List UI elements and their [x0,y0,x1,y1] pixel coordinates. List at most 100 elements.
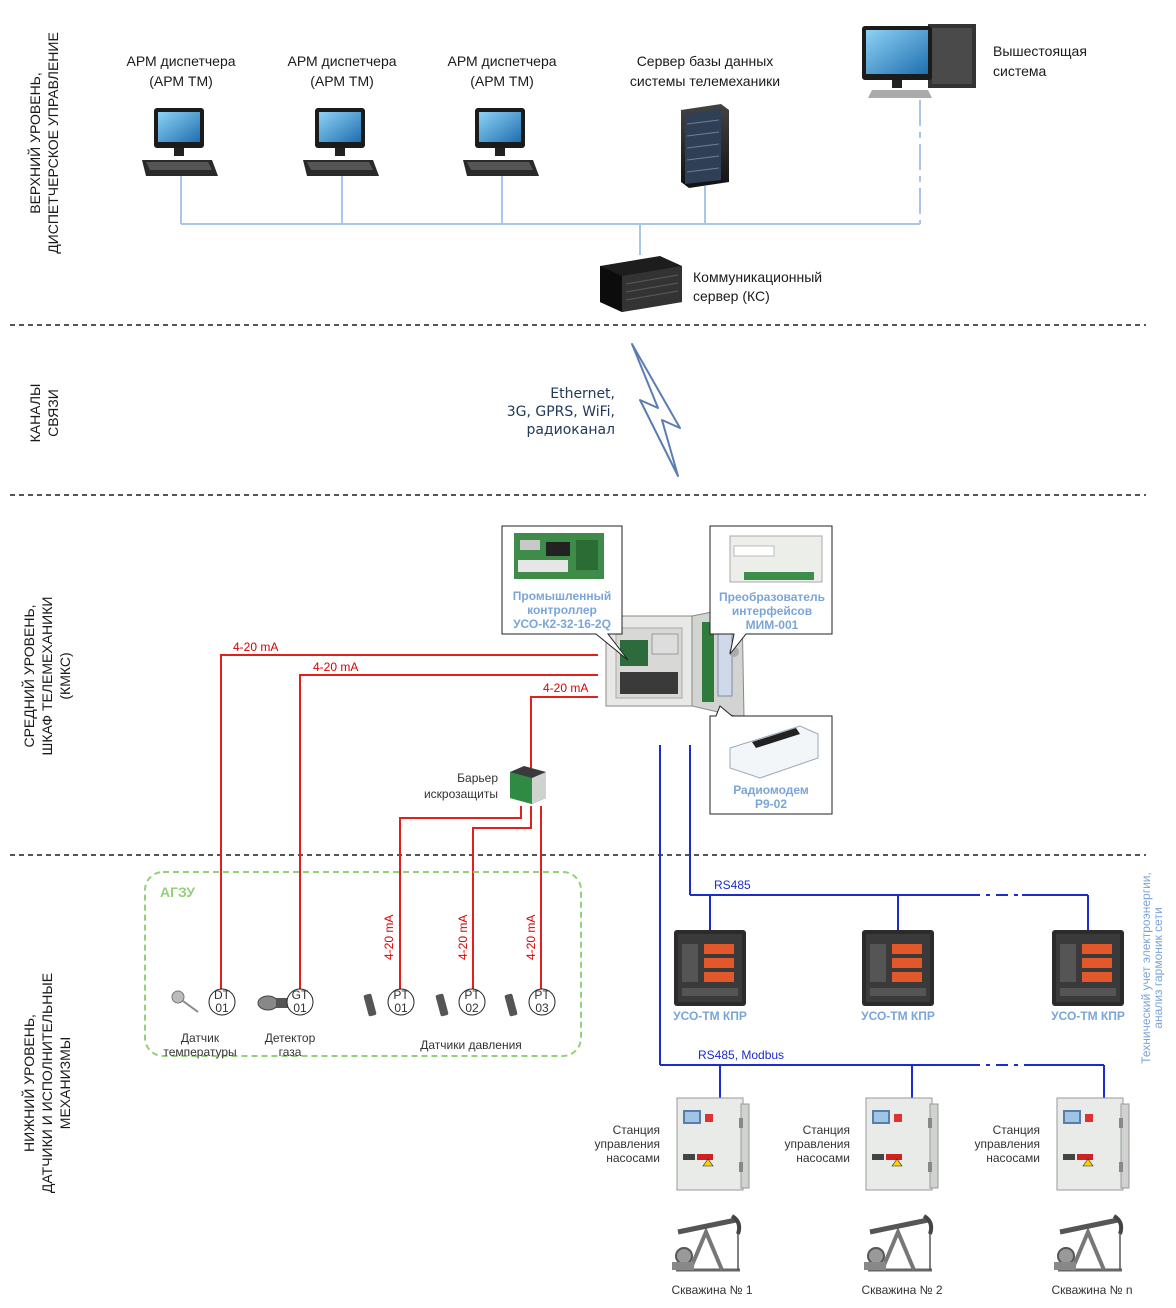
svg-text:ДАТЧИКИ И ИСПОЛНИТЕЛЬНЫЕ: ДАТЧИКИ И ИСПОЛНИТЕЛЬНЫЕ [39,973,55,1193]
signal-label-pt01: 4-20 mA [382,915,396,960]
sensor-dt01: DT 01 Датчик температуры [163,988,236,1059]
upper-system: Вышестоящая система [862,24,1087,98]
temperature-sensor-icon [171,990,199,1013]
lightning-icon [631,343,681,477]
svg-text:МИМ-001: МИМ-001 [746,618,799,632]
svg-text:Барьер: Барьер [457,771,498,785]
level-separators [10,324,1146,856]
svg-text:ДИСПЕТЧЕРСКОЕ УПРАВЛЕНИЕ: ДИСПЕТЧЕРСКОЕ УПРАВЛЕНИЕ [45,32,61,254]
pressure-sensor-icon [504,993,518,1017]
workstation-icon [142,108,218,176]
uso-kpr-3: УСО-ТМ КПР [1051,930,1125,1023]
pressure-sensors-label: Датчики давления [420,1038,522,1052]
svg-text:насосами: насосами [606,1151,660,1165]
svg-text:(АРМ ТМ): (АРМ ТМ) [310,73,374,89]
svg-text:(КМКС): (КМКС) [57,652,73,699]
well-1: Скважина № 1 [671,1216,753,1297]
pump-station-3: Станция управления насосами [975,1097,1130,1191]
spark-barrier: Барьер искрозащиты [424,766,546,804]
arm-workstation-1: АРМ диспетчера (АРМ ТМ) [126,53,236,176]
well-2: Скважина № 2 [861,1216,943,1297]
svg-text:управления: управления [595,1137,660,1151]
svg-text:GT: GT [292,988,309,1002]
workstation-icon [303,108,379,176]
svg-text:МЕХАНИЗМЫ: МЕХАНИЗМЫ [57,1037,73,1129]
svg-text:PT: PT [464,988,480,1002]
svg-text:НИЖНИЙ УРОВЕНЬ,: НИЖНИЙ УРОВЕНЬ, [20,1014,37,1152]
svg-text:Датчик: Датчик [181,1031,220,1045]
level-label-channels: КАНАЛЫ СВЯЗИ [27,384,61,443]
svg-text:(АРМ ТМ): (АРМ ТМ) [470,73,534,89]
svg-text:система: система [993,63,1046,79]
svg-text:Ethernet,: Ethernet, [550,386,615,402]
pressure-sensor-icon [363,993,377,1017]
svg-text:01: 01 [394,1001,408,1015]
svg-text:АРМ диспетчера: АРМ диспетчера [126,53,235,69]
sensor-gt01: GT 01 Детектор газа [257,988,316,1059]
desktop-pc-icon [862,24,976,98]
svg-text:Станция: Станция [803,1123,850,1137]
svg-text:03: 03 [535,1001,549,1015]
uso-kpr-1: УСО-ТМ КПР [673,930,747,1023]
workstation-icon [463,108,539,176]
svg-text:Радиомодем: Радиомодем [733,783,809,797]
level-label-top: ВЕРХНИЙ УРОВЕНЬ, ДИСПЕТЧЕРСКОЕ УПРАВЛЕНИ… [26,32,61,254]
svg-text:управления: управления [975,1137,1040,1151]
svg-text:АГЗУ: АГЗУ [160,884,195,900]
level-label-bottom: НИЖНИЙ УРОВЕНЬ, ДАТЧИКИ И ИСПОЛНИТЕЛЬНЫЕ… [20,973,73,1193]
svg-text:Станция: Станция [613,1123,660,1137]
svg-text:Коммуникационный: Коммуникационный [693,269,822,285]
svg-text:интерфейсов: интерфейсов [732,604,812,618]
agzu-block: АГЗУ [144,871,582,1057]
svg-text:Станция: Станция [993,1123,1040,1137]
signal-label-2: 4-20 mA [313,660,358,674]
svg-text:УСО-ТМ КПР: УСО-ТМ КПР [1051,1009,1125,1023]
level-label-middle: СРЕДНИЙ УРОВЕНЬ, ШКАФ ТЕЛЕМЕХАНИКИ (КМКС… [20,597,73,756]
svg-text:ШКАФ ТЕЛЕМЕХАНИКИ: ШКАФ ТЕЛЕМЕХАНИКИ [39,597,55,756]
svg-text:Технический учет электроэнерги: Технический учет электроэнергии, [1139,872,1153,1064]
svg-text:анализ гармоник сети: анализ гармоник сети [1151,907,1165,1028]
barrier-module-icon [510,766,546,804]
svg-text:3G, GPRS, WiFi,: 3G, GPRS, WiFi, [507,404,615,420]
pump-station-icon [676,1097,750,1191]
comm-server: Коммуникационный сервер (КС) [600,256,822,312]
svg-text:газа: газа [279,1045,302,1059]
well-n: Скважина № n [1051,1216,1133,1297]
svg-text:сервер (КС): сервер (КС) [693,288,770,304]
top-network-lines [180,100,921,255]
rs485-modbus-label: RS485, Modbus [698,1048,784,1062]
sensor-pt03: PT 03 [504,988,556,1017]
radiomodem-callout: Радиомодем Р9-02 [709,705,833,815]
sensor-pt01: PT 01 [363,988,415,1017]
svg-text:СВЯЗИ: СВЯЗИ [45,389,61,437]
rs485-label: RS485 [714,878,751,892]
rs485-lines [659,745,1105,1100]
pumpjack-icon [1054,1216,1122,1270]
meter-icon [674,930,746,1006]
uso-kpr-2: УСО-ТМ КПР [861,930,935,1023]
communication-channels: Ethernet, 3G, GPRS, WiFi, радиоканал [507,343,681,477]
svg-text:системы телемеханики: системы телемеханики [630,73,780,89]
meter-icon [862,930,934,1006]
svg-text:Детектор: Детектор [265,1031,316,1045]
svg-text:насосами: насосами [986,1151,1040,1165]
svg-text:PT: PT [534,988,550,1002]
svg-text:УСО-ТМ КПР: УСО-ТМ КПР [861,1009,935,1023]
svg-text:02: 02 [465,1001,479,1015]
arm-workstation-3: АРМ диспетчера (АРМ ТМ) [447,53,557,176]
svg-text:КАНАЛЫ: КАНАЛЫ [27,384,43,443]
svg-text:Скважина № 2: Скважина № 2 [861,1283,942,1297]
pump-station-icon [1056,1097,1130,1191]
svg-text:Р9-02: Р9-02 [755,797,787,811]
svg-text:01: 01 [293,1001,307,1015]
signal-lines-4-20ma [220,654,598,1000]
svg-text:радиоканал: радиоканал [526,422,615,438]
svg-text:01: 01 [215,1001,229,1015]
signal-label-pt03: 4-20 mA [524,915,538,960]
svg-text:(АРМ ТМ): (АРМ ТМ) [149,73,213,89]
pump-station-2: Станция управления насосами [785,1097,939,1191]
converter-callout: Преобразователь интерфейсов МИМ-001 [709,525,833,655]
signal-label-pt02: 4-20 mA [456,915,470,960]
pumpjack-icon [864,1216,932,1270]
